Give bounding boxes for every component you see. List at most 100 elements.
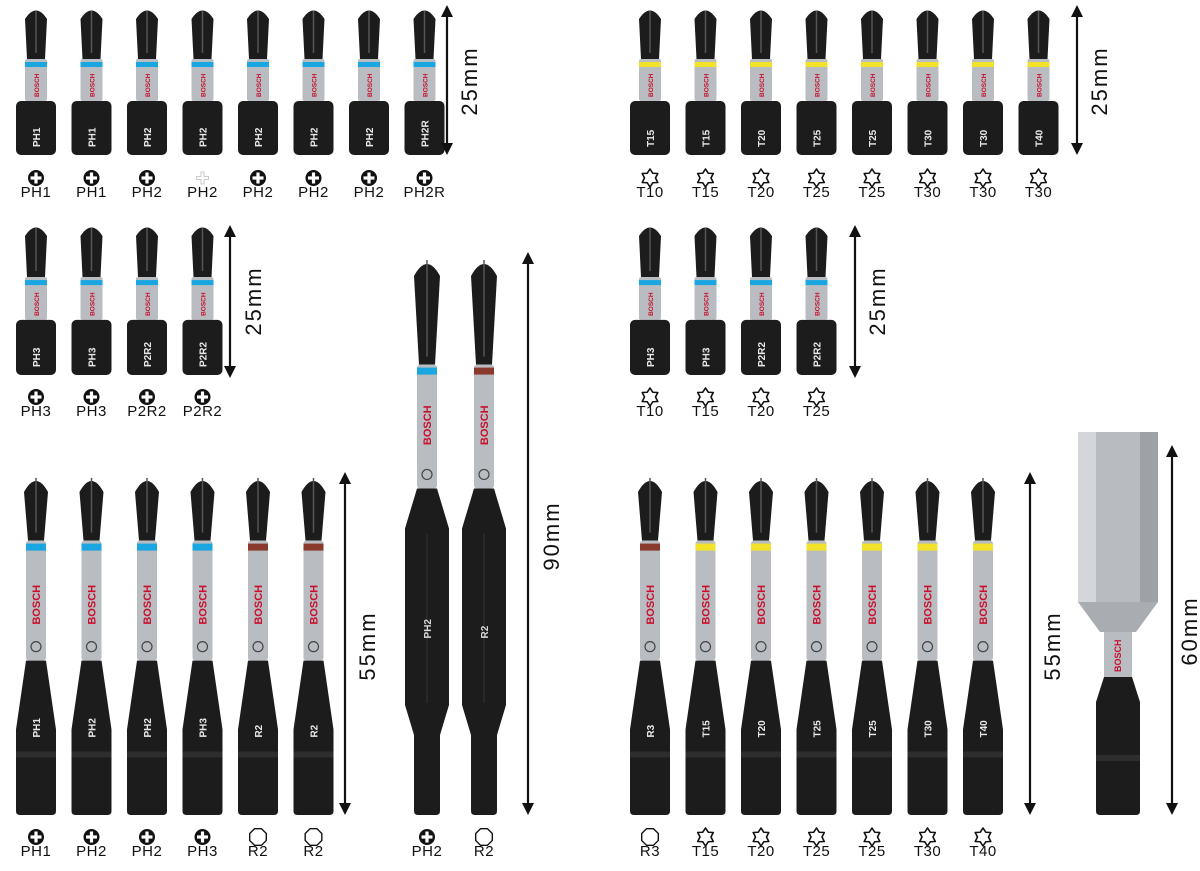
phillips-icon — [28, 389, 44, 405]
svg-text:BOSCH: BOSCH — [1037, 73, 1044, 97]
torx-icon — [696, 168, 715, 188]
svg-text:PH2: PH2 — [365, 127, 376, 147]
phillips-icon — [419, 829, 435, 845]
bit-type-label: T40 — [969, 843, 997, 860]
svg-text:BOSCH: BOSCH — [756, 585, 768, 625]
torx-icon — [918, 168, 937, 188]
bit-type-label: T30 — [969, 184, 997, 201]
svg-text:T25: T25 — [868, 129, 879, 147]
bit-bosch: BOSCH — [1078, 432, 1158, 815]
svg-text:BOSCH: BOSCH — [253, 585, 265, 625]
square-icon — [304, 827, 323, 847]
svg-text:R2: R2 — [310, 724, 321, 737]
bit-group-short-phillips-row-1: BOSCHPH1BOSCHPH1BOSCHPH2BOSCHPH2BOSCHPH2… — [16, 5, 453, 186]
svg-text:T40: T40 — [1035, 129, 1046, 147]
bit-type-label: T25 — [858, 843, 886, 860]
phillips-outline-icon — [196, 171, 209, 185]
bit-type-label: PH2 — [411, 843, 443, 860]
phillips-icon — [83, 389, 100, 405]
dimension-arrow — [441, 5, 453, 155]
bit-type-label: R3 — [639, 843, 661, 860]
svg-text:T15: T15 — [702, 720, 713, 738]
phillips-icon — [139, 170, 155, 186]
bit-type-label: T25 — [802, 403, 831, 420]
svg-text:BOSCH: BOSCH — [1113, 639, 1123, 672]
dimension-arrow — [849, 225, 861, 378]
svg-text:BOSCH: BOSCH — [704, 292, 711, 316]
phillips-icon — [28, 829, 44, 845]
svg-text:T20: T20 — [757, 720, 768, 738]
bit-type-label: T10 — [636, 184, 664, 201]
svg-text:BOSCH: BOSCH — [34, 292, 41, 316]
bit-type-label: T15 — [691, 403, 720, 420]
bit-group-long-phillips-square: BOSCHPH1BOSCHPH2BOSCHPH2BOSCHPH3BOSCHR2B… — [16, 472, 351, 847]
square-icon — [640, 827, 660, 847]
bit-t20: BOSCH T20 — [741, 478, 781, 815]
svg-text:R3: R3 — [646, 724, 657, 737]
svg-text:BOSCH: BOSCH — [870, 73, 877, 97]
bit-type-label: PH2 — [131, 184, 163, 201]
bit-type-label: PH3 — [76, 403, 107, 420]
svg-text:PH3: PH3 — [199, 718, 210, 738]
bit-t30: BOSCH T30 — [907, 478, 948, 815]
torx-icon — [752, 827, 770, 847]
dimension-label: 25mm — [865, 266, 890, 336]
svg-text:PH1: PH1 — [32, 127, 43, 147]
bit-type-label: PH2 — [298, 184, 329, 201]
bit-type-label: PH1 — [20, 184, 52, 201]
svg-text:BOSCH: BOSCH — [645, 585, 657, 625]
svg-text:BOSCH: BOSCH — [312, 73, 319, 97]
phillips-icon — [416, 170, 433, 186]
square-icon — [474, 827, 494, 847]
svg-text:PH3: PH3 — [702, 347, 713, 367]
svg-text:BOSCH: BOSCH — [704, 73, 711, 97]
dimension-label: 55mm — [1040, 611, 1065, 681]
bit-type-label: T30 — [913, 843, 942, 860]
torx-icon — [863, 168, 881, 188]
svg-text:BOSCH: BOSCH — [648, 73, 655, 97]
torx-icon — [807, 827, 826, 847]
bit-type-label: PH2R — [403, 184, 446, 201]
phillips-icon — [194, 389, 211, 405]
bit-t40: BOSCH T40 — [1018, 10, 1059, 155]
svg-text:BOSCH: BOSCH — [309, 585, 321, 625]
svg-text:PH2: PH2 — [254, 127, 265, 147]
svg-text:P2R2: P2R2 — [757, 342, 768, 367]
svg-text:PH2: PH2 — [88, 718, 99, 738]
phillips-icon — [83, 829, 100, 845]
bit-type-label: PH2 — [76, 843, 107, 860]
torx-icon — [807, 387, 826, 407]
svg-text:T30: T30 — [924, 720, 935, 738]
dimension-label: 55mm — [355, 611, 380, 681]
svg-text:BOSCH: BOSCH — [201, 292, 208, 316]
phillips-icon — [194, 829, 211, 845]
bit-type-label: R2 — [247, 843, 269, 860]
svg-text:PH3: PH3 — [646, 347, 657, 367]
bit-type-label: PH1 — [76, 184, 107, 201]
svg-text:BOSCH: BOSCH — [759, 73, 766, 97]
svg-text:BOSCH: BOSCH — [923, 585, 935, 625]
bit-type-label: P2R2 — [182, 403, 223, 420]
svg-text:P2R2: P2R2 — [813, 342, 824, 367]
bit-type-label: PH2 — [242, 184, 274, 201]
torx-icon — [974, 827, 992, 847]
